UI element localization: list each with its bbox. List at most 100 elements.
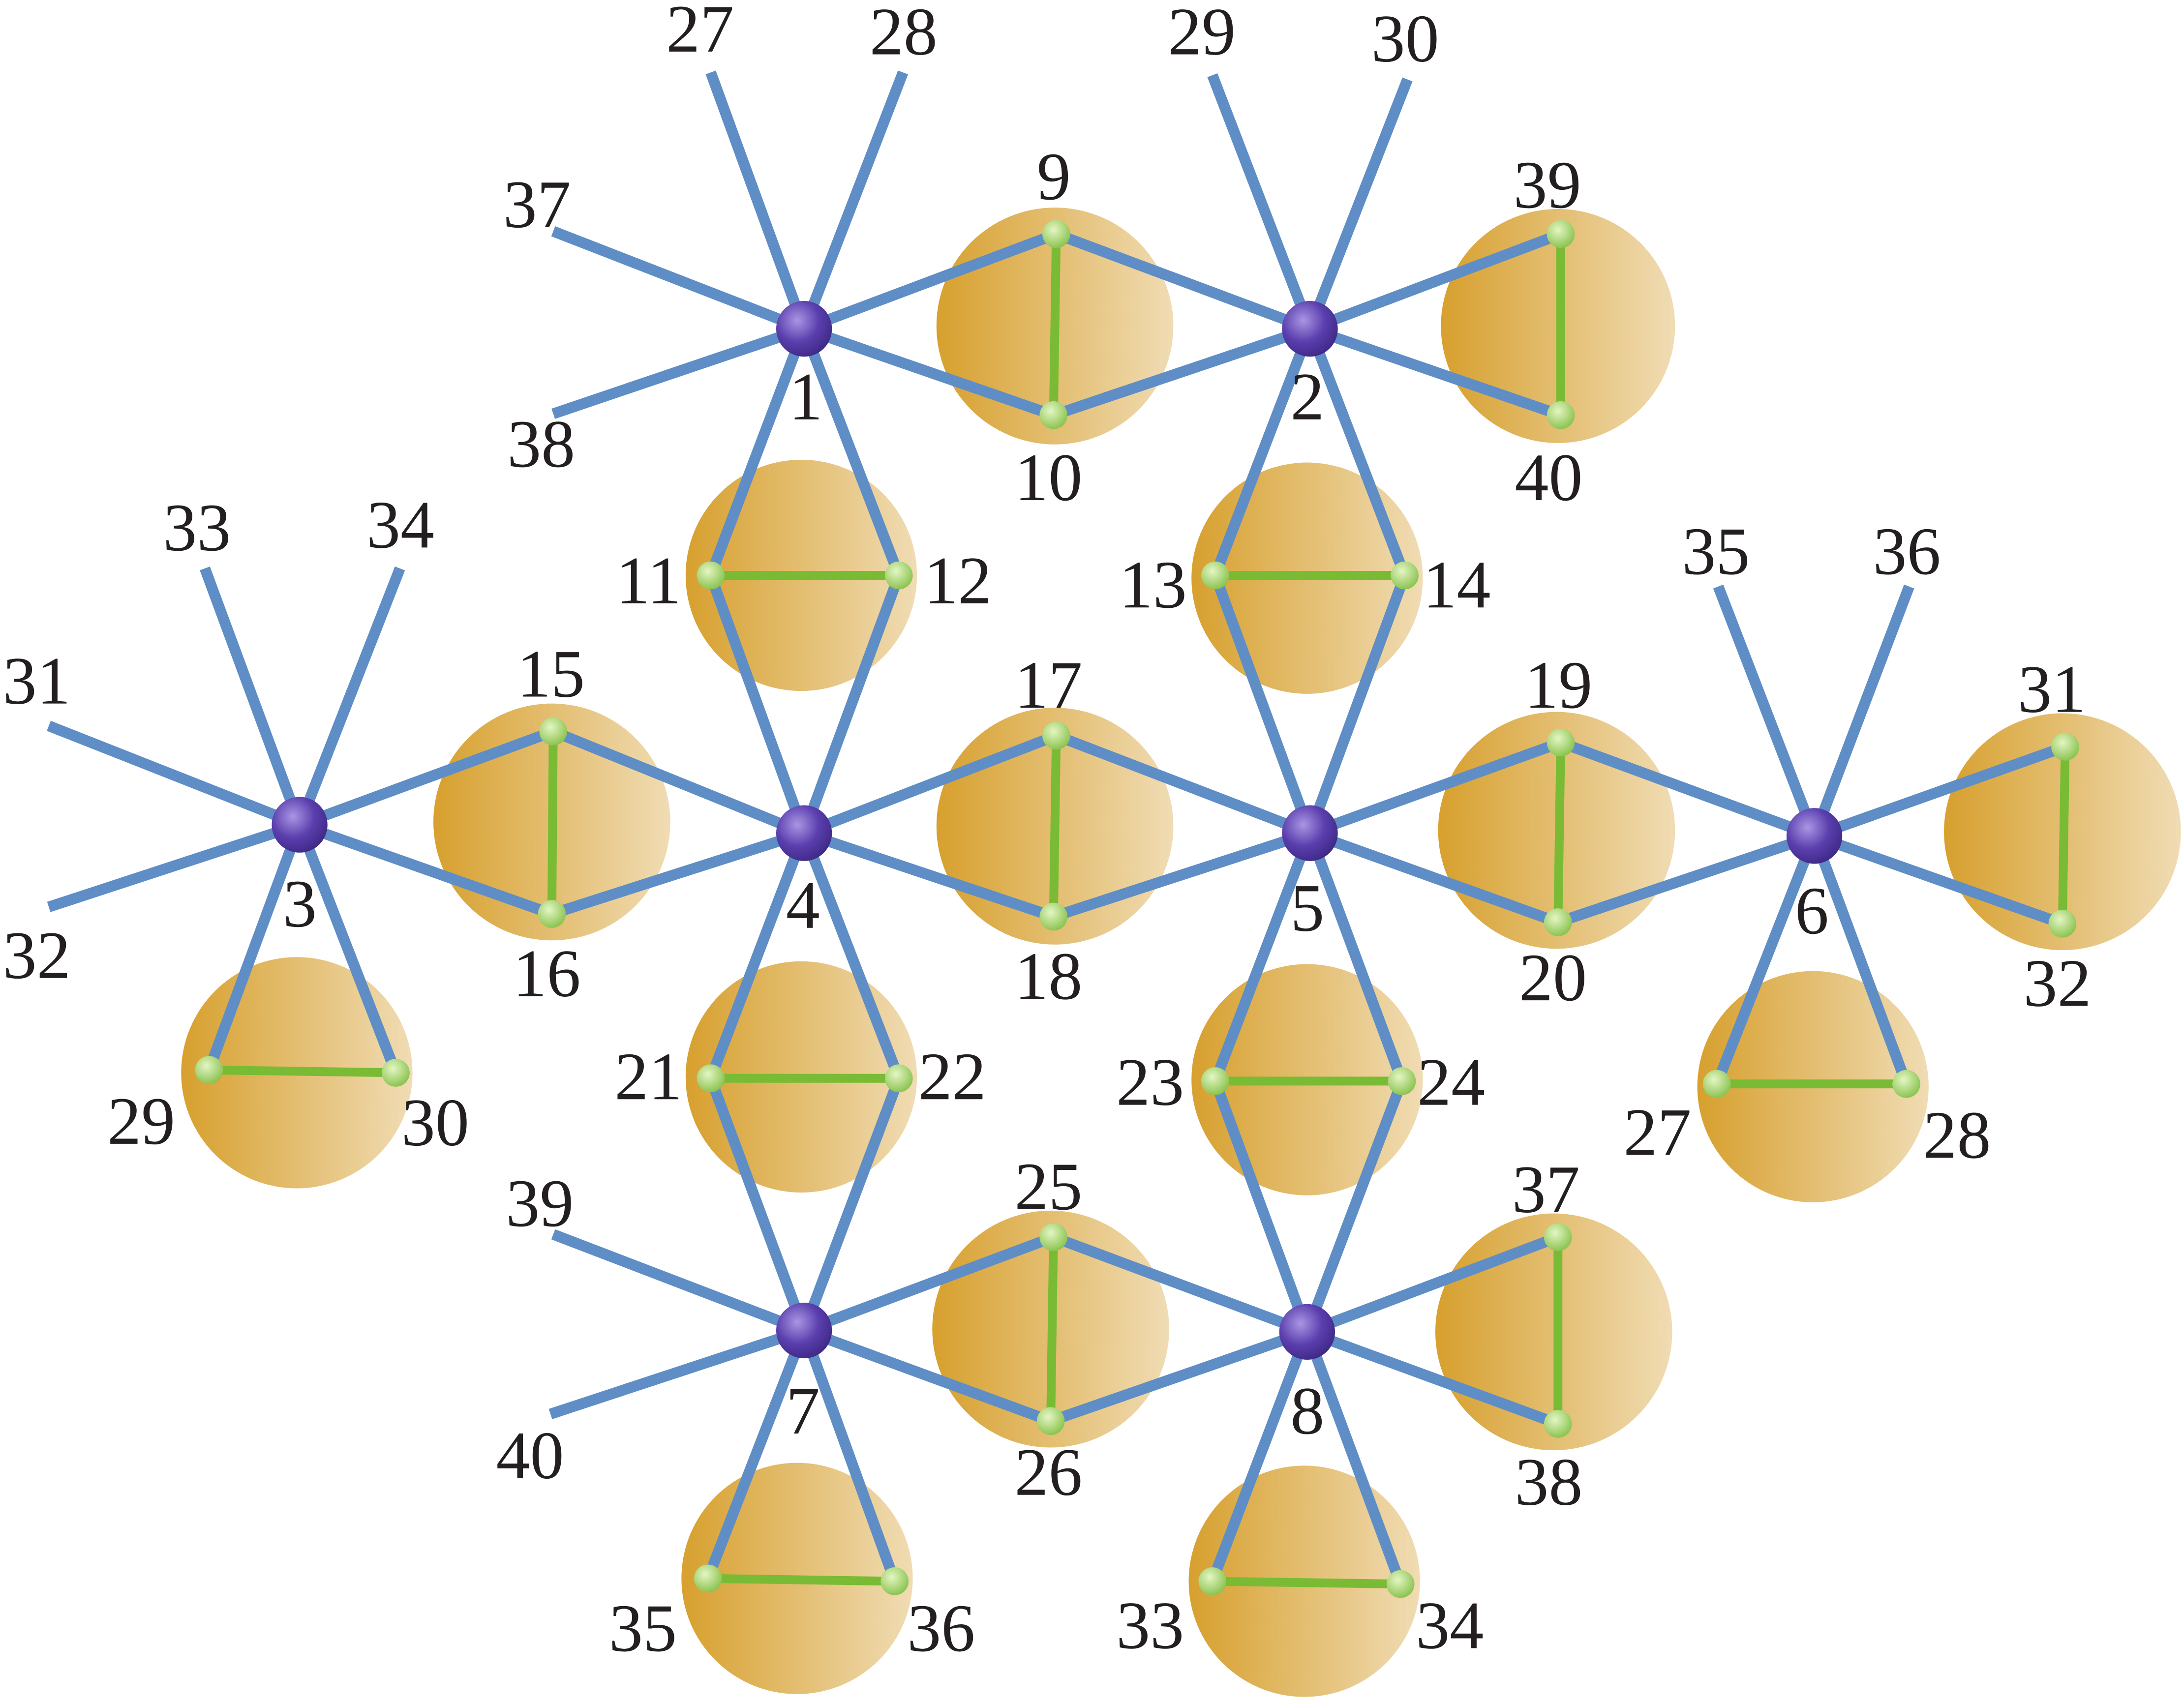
metal-ligand-bond	[802, 730, 1059, 838]
metal-node	[1282, 300, 1338, 357]
ligand-node	[1201, 561, 1229, 590]
metal-node	[1282, 805, 1338, 861]
metal-ligand-bond	[799, 327, 904, 577]
external-label: 38	[507, 406, 575, 481]
metal-ligand-bond	[1302, 1330, 1406, 1586]
external-bond	[551, 1229, 806, 1336]
external-bond	[551, 324, 806, 419]
metal-ligand-bond	[1210, 1079, 1312, 1334]
metal-ligand-bond	[799, 831, 904, 1080]
metal-ligand-bond	[204, 823, 305, 1072]
ligand-ligand-bond	[1553, 738, 1565, 927]
metal-ligand-bond	[1559, 737, 1817, 841]
ligand-node	[538, 900, 566, 928]
ligand-ligand-bonds	[204, 229, 2070, 1589]
ligand-label: 17	[1014, 647, 1082, 722]
metal-node	[1279, 1304, 1335, 1360]
metal-ligand-bond	[802, 324, 1056, 420]
ligand-label: 38	[1515, 1444, 1582, 1520]
metal-ligand-bond	[802, 1325, 1053, 1426]
metal-ligand-bond	[799, 1328, 900, 1583]
metal-ligand-bond	[1049, 1326, 1309, 1427]
metal-ligand-bond	[551, 726, 806, 838]
metal-label: 4	[786, 867, 820, 943]
ligand-node	[1042, 721, 1070, 750]
external-label: 32	[3, 918, 71, 993]
external-label: 30	[1371, 1, 1439, 76]
metal-label: 7	[786, 1373, 820, 1448]
ligand-node	[1547, 728, 1575, 757]
metal-label: 1	[789, 359, 822, 434]
external-label: 31	[3, 643, 71, 718]
metal-ligand-bond	[1556, 831, 1817, 927]
metal-label: 2	[1290, 359, 1324, 434]
metal-ligand-bond	[298, 819, 554, 919]
external-bond	[705, 70, 809, 331]
external-bond	[548, 1325, 806, 1419]
ligand-label: 26	[1014, 1434, 1082, 1510]
ligand-node	[694, 1564, 722, 1593]
ligand-node	[1042, 220, 1070, 248]
metal-node	[776, 1302, 832, 1359]
metal-ligand-bond	[1052, 324, 1312, 420]
metal-ligand-bond	[705, 1076, 809, 1333]
metal-nodes	[272, 300, 1843, 1360]
ligand-label: 15	[517, 636, 585, 712]
ligand-label: 28	[1923, 1097, 1991, 1172]
ligand-discs	[181, 208, 2181, 1697]
metal-ligand-bond	[1308, 324, 1563, 420]
external-bond	[551, 226, 806, 334]
ligand-node	[1544, 908, 1572, 936]
ligand-label: 36	[907, 1590, 975, 1666]
metal-ligand-bond	[1812, 742, 2067, 841]
metal-ligand-bond	[1054, 229, 1312, 334]
ligand-node	[1039, 902, 1068, 931]
ligand-ligand-bond	[1046, 1232, 1058, 1426]
ligand-node	[2048, 909, 2077, 938]
metal-ligand-bond	[1305, 1232, 1560, 1337]
ligand-node	[1391, 561, 1419, 590]
ligand-label: 30	[401, 1085, 469, 1160]
external-label: 35	[1682, 513, 1750, 589]
metal-ligand-bond	[1308, 828, 1560, 927]
metal-label: 6	[1795, 873, 1829, 948]
metal-ligand-bond	[702, 1328, 809, 1581]
ligand-node	[1039, 401, 1068, 429]
ligand-node	[382, 1059, 410, 1087]
metal-ligand-bond	[1052, 828, 1312, 922]
external-label: 27	[666, 0, 734, 66]
metal-node	[1786, 808, 1843, 864]
ligand-label: 39	[1514, 147, 1581, 222]
ligand-ligand-bond	[2058, 742, 2070, 928]
metal-ligand-bonds	[47, 70, 2067, 1586]
ligand-node	[1547, 401, 1575, 429]
ligand-label: 35	[609, 1590, 677, 1666]
metal-ligand-bond	[1210, 831, 1315, 1083]
metal-ligand-bond	[1051, 1232, 1309, 1337]
metal-ligand-bond	[1210, 327, 1315, 577]
ligand-label: 20	[1519, 940, 1587, 1015]
metal-ligand-bond	[1305, 1327, 1560, 1429]
external-bond	[799, 70, 909, 331]
ligand-label: 11	[616, 543, 681, 618]
ligand-label: 12	[924, 543, 992, 618]
ligand-label: 25	[1014, 1149, 1082, 1224]
ligand-label: 22	[918, 1039, 986, 1114]
metal-ligand-bond	[799, 573, 904, 835]
ligand-node	[539, 717, 568, 746]
metal-ligand-bond	[705, 327, 809, 577]
metal-ligand-bond	[1054, 730, 1312, 838]
ligand-node	[1892, 1070, 1920, 1098]
ligand-node	[1544, 1409, 1572, 1438]
ligand-label: 32	[2024, 945, 2092, 1020]
metal-ligand-bond	[1304, 831, 1407, 1083]
metal-ligand-bond	[1308, 229, 1563, 334]
external-bond	[200, 567, 305, 827]
ligand-node	[1198, 1567, 1227, 1595]
ligand-ligand-bond	[703, 1574, 899, 1586]
metal-ligand-bond	[802, 828, 1056, 922]
ligand-node	[195, 1056, 223, 1084]
metal-ligand-bond	[1809, 834, 1911, 1086]
external-bond	[1713, 584, 1820, 838]
